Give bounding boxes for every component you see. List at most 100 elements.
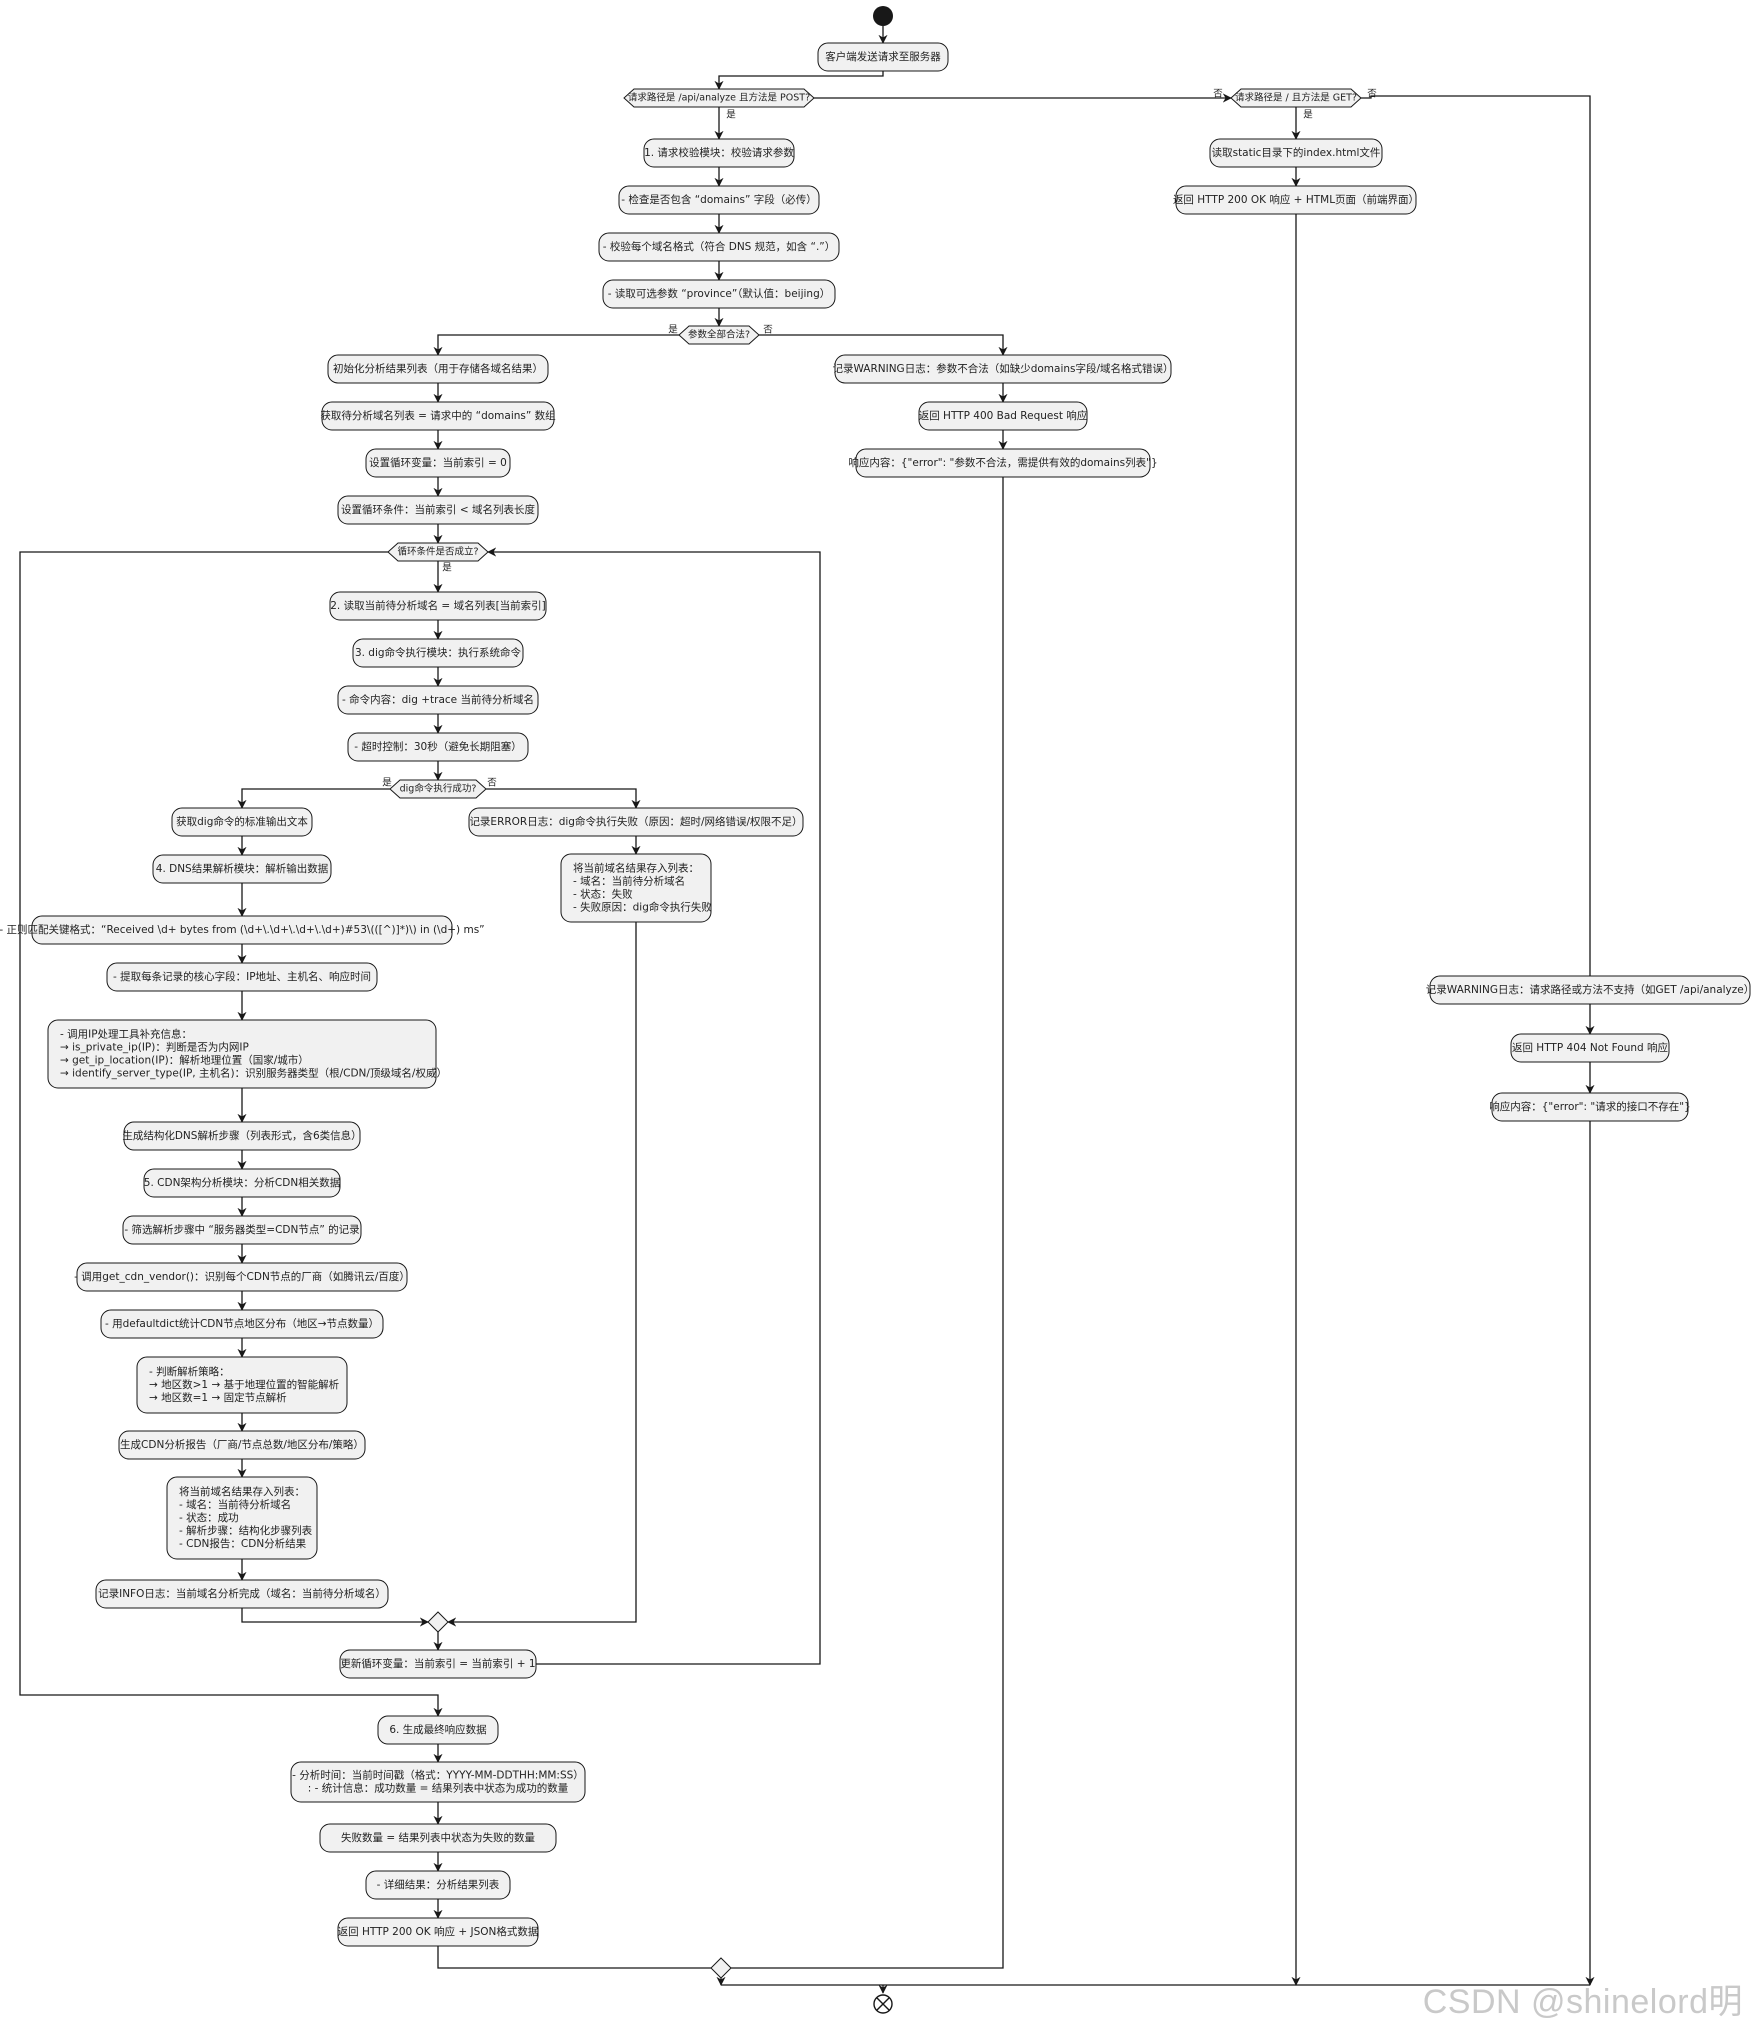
dig-module-box-text: 3. dig命令执行模块：执行系统命令 — [355, 646, 522, 659]
label-valid-yes: 是 — [668, 325, 678, 336]
store-fail-box-text: 将当前域名结果存入列表： — [573, 862, 699, 875]
dns-module-box-text: 4. DNS结果解析模块：解析输出数据 — [156, 862, 329, 875]
label-post-yes: 是 — [726, 110, 736, 121]
e-dig-yes — [237, 788, 390, 809]
start-node — [873, 6, 893, 26]
read-index-box — [1209, 138, 1383, 168]
check-domains-box — [618, 185, 820, 215]
decision-get — [1230, 88, 1362, 108]
validate-module-box-text: 1. 请求校验模块：校验请求参数 — [644, 146, 794, 159]
get-domain-list-box — [321, 401, 555, 431]
e-valid-no — [759, 334, 1008, 356]
resp-400-box — [855, 448, 1151, 478]
warn-invalid-box-text: 记录WARNING日志：参数不合法（如缺少domains字段/域名格式错误） — [832, 362, 1173, 375]
decision-loop — [387, 542, 489, 562]
cdn-vendor-box — [76, 1262, 408, 1292]
get-domain-list-box-text: 获取待分析域名列表 = 请求中的 “domains” 数组 — [320, 409, 556, 422]
warn-unsupported-box — [1429, 975, 1751, 1005]
decision-post-text: 请求路径是 /api/analyze 且方法是 POST? — [628, 92, 810, 104]
label-get-no: 否 — [1367, 89, 1377, 100]
strategy-box-text: → 地区数=1 → 固定节点解析 — [149, 1391, 287, 1404]
fail-count-box — [319, 1823, 557, 1853]
return-404-box-text: 返回 HTTP 404 Not Found 响应 — [1512, 1041, 1669, 1054]
get-stdout-box-text: 获取dig命令的标准输出文本 — [176, 815, 308, 828]
e-valid-yes — [433, 334, 679, 356]
ip-tools-box-text: → identify_server_type(IP, 主机名)：识别服务器类型（… — [60, 1067, 447, 1080]
store-success-box-text: - 状态：成功 — [179, 1511, 239, 1524]
merge-loop — [427, 1611, 449, 1633]
e-get-no — [1361, 95, 1595, 986]
init-results-box — [327, 354, 549, 384]
decision-post — [623, 88, 815, 108]
decision-loop-text: 循环条件是否成立? — [397, 546, 478, 558]
decision-valid — [678, 325, 760, 345]
e-back — [487, 547, 821, 1665]
e-s14 — [241, 1608, 429, 1627]
cdn-report-box — [118, 1430, 366, 1460]
store-success-box-text: - 域名：当前待分析域名 — [179, 1498, 291, 1511]
strategy-box-text: - 判断解析策略： — [149, 1365, 230, 1378]
validate-module-box — [643, 138, 795, 168]
store-success-box — [166, 1476, 318, 1560]
store-fail-box-text: - 状态：失败 — [573, 888, 633, 901]
return-400-box-text: 返回 HTTP 400 Bad Request 响应 — [919, 409, 1088, 422]
read-province-box-text: - 读取可选参数 “province”（默认值：beijing） — [608, 287, 830, 300]
client-send-box-text: 客户端发送请求至服务器 — [825, 50, 941, 63]
resp-404-box-text: 响应内容：{"error": "请求的接口不存在"} — [1489, 1100, 1690, 1113]
set-condition-box — [337, 495, 539, 525]
decision-get-text: 请求路径是 / 且方法是 GET? — [1235, 92, 1357, 104]
stats-box-text: : - 统计信息：成功数量 = 结果列表中状态为成功的数量 — [308, 1782, 569, 1795]
label-dig-no: 否 — [487, 778, 497, 789]
get-stdout-box — [171, 807, 313, 837]
cdn-report-box-text: 生成CDN分析报告（厂商/节点总数/地区分布/策略） — [120, 1438, 364, 1451]
read-province-box — [602, 279, 836, 309]
label-valid-no: 否 — [763, 325, 773, 336]
return-200-html-box — [1175, 185, 1417, 215]
client-send-box — [817, 42, 949, 72]
defaultdict-box — [100, 1309, 384, 1339]
store-fail-box — [560, 853, 712, 923]
info-log-box-text: 记录INFO日志：当前域名分析完成（域名：当前待分析域名） — [98, 1587, 386, 1600]
set-index-box — [365, 448, 511, 478]
strategy-box-text: → 地区数>1 → 基于地理位置的智能解析 — [149, 1378, 340, 1391]
e-i3 — [731, 477, 1004, 1969]
extract-fields-box-text: - 提取每条记录的核心字段：IP地址、主机名、响应时间 — [113, 970, 371, 983]
e-loop-no — [19, 551, 443, 1717]
defaultdict-box-text: - 用defaultdict统计CDN节点地区分布（地区→节点数量） — [105, 1317, 379, 1330]
label-dig-yes: 是 — [382, 778, 392, 789]
regex-box-text: - 正则匹配关键格式：“Received \d+ bytes from (\d+… — [0, 923, 485, 936]
regex-box — [31, 915, 453, 945]
final-module-box — [377, 1715, 499, 1745]
filter-cdn-box-text: - 筛选解析步骤中 “服务器类型=CDN节点” 的记录 — [124, 1223, 359, 1236]
e-fi5 — [437, 1946, 711, 1969]
filter-cdn-box — [122, 1215, 362, 1245]
dig-module-box — [352, 638, 524, 668]
return-200-json-box — [337, 1917, 539, 1947]
error-log-box — [468, 807, 804, 837]
stats-box-text: - 分析时间：当前时间戳（格式：YYYY-MM-DDTHH:MM:SS） — [292, 1769, 584, 1782]
warn-invalid-box — [834, 354, 1172, 384]
watermark: CSDN @shinelord明 — [1422, 1983, 1743, 2021]
warn-unsupported-box-text: 记录WARNING日志：请求路径或方法不支持（如GET /api/analyze… — [1426, 983, 1754, 996]
set-condition-box-text: 设置循环条件：当前索引 < 域名列表长度 — [341, 503, 535, 516]
resp-400-box-text: 响应内容：{"error": "参数不合法，需提供有效的domains列表"} — [848, 456, 1157, 469]
label-get-yes: 是 — [1303, 110, 1313, 121]
return-404-box — [1510, 1033, 1670, 1063]
ip-tools-box-text: → is_private_ip(IP)：判断是否为内网IP — [60, 1041, 249, 1054]
dig-cmd-box — [337, 685, 539, 715]
label-loop-yes: 是 — [442, 563, 452, 574]
init-results-box-text: 初始化分析结果列表（用于存储各域名结果） — [333, 362, 543, 375]
ip-tools-box — [47, 1019, 437, 1089]
dns-module-box — [152, 854, 332, 884]
read-domain-box-text: 2. 读取当前待分析域名 = 域名列表[当前索引] — [330, 599, 546, 612]
label-post-no: 否 — [1213, 89, 1223, 100]
strategy-box — [136, 1356, 348, 1414]
fail-count-box-text: 失败数量 = 结果列表中状态为失败的数量 — [341, 1831, 535, 1844]
store-fail-box-text: - 失败原因：dig命令执行失败 — [573, 901, 712, 914]
dig-cmd-box-text: - 命令内容：dig +trace 当前待分析域名 — [342, 693, 534, 706]
update-index-box — [339, 1649, 537, 1679]
return-200-html-box-text: 返回 HTTP 200 OK 响应 + HTML页面（前端界面） — [1173, 193, 1419, 206]
return-400-box — [918, 401, 1088, 431]
set-index-box-text: 设置循环变量：当前索引 = 0 — [369, 456, 507, 469]
